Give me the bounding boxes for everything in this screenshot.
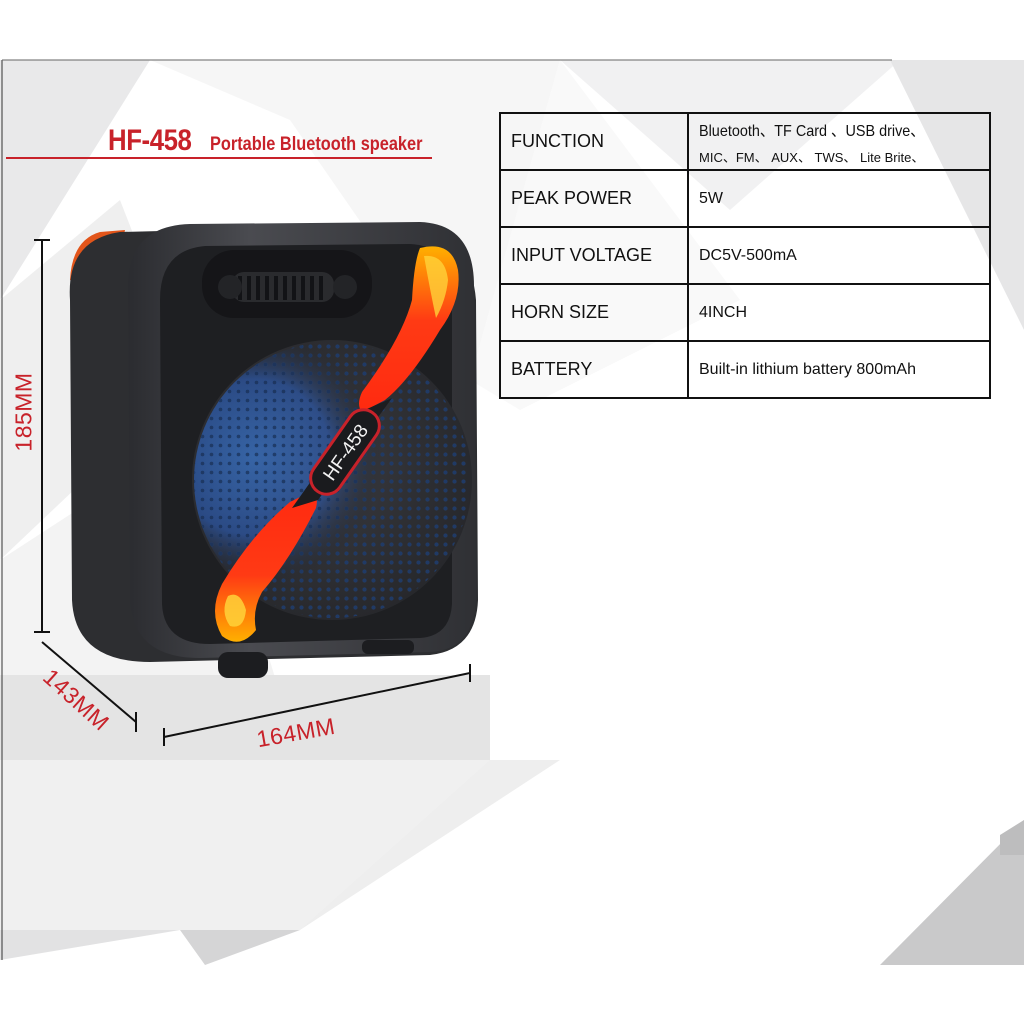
speaker-image: HF-458 bbox=[69, 222, 479, 678]
spec-label: PEAK POWER bbox=[499, 169, 689, 228]
product-title: HF-458 Portable Bluetooth speaker bbox=[108, 124, 457, 158]
table-row: INPUT VOLTAGE DC5V-500mA bbox=[499, 226, 991, 285]
model-name: HF-458 bbox=[108, 124, 192, 157]
dimension-height-label: 185MM bbox=[10, 372, 37, 452]
table-row: BATTERY Built-in lithium battery 800mAh bbox=[499, 340, 991, 399]
spec-value: DC5V-500mA bbox=[687, 226, 991, 285]
spec-value: Bluetooth、TF Card 、USB drive、 MIC、FM、 AU… bbox=[687, 112, 991, 171]
spec-value-line: MIC、FM、 AUX、 TWS、 Lite Brite、 bbox=[699, 150, 925, 165]
spec-table: FUNCTION Bluetooth、TF Card 、USB drive、 M… bbox=[499, 112, 991, 399]
table-row: HORN SIZE 4INCH bbox=[499, 283, 991, 342]
speaker-logo-badge bbox=[309, 408, 381, 496]
speaker-foot bbox=[218, 652, 268, 678]
bg-shape bbox=[180, 930, 300, 965]
spec-value-line: Bluetooth、TF Card 、USB drive、 bbox=[699, 123, 925, 140]
spec-value: 4INCH bbox=[687, 283, 991, 342]
speaker-foot bbox=[362, 640, 414, 654]
spec-value: Built-in lithium battery 800mAh bbox=[687, 340, 991, 399]
bg-shape bbox=[0, 675, 490, 760]
dimension-width-line bbox=[163, 664, 471, 746]
dimension-depth-line bbox=[41, 641, 137, 732]
bg-shape bbox=[0, 760, 490, 930]
bg-shape bbox=[880, 820, 1024, 965]
dimension-height-line bbox=[34, 239, 50, 633]
spec-label: INPUT VOLTAGE bbox=[499, 226, 689, 285]
product-subtitle: Portable Bluetooth speaker bbox=[210, 134, 423, 155]
table-row: PEAK POWER 5W bbox=[499, 169, 991, 228]
spec-value: 5W bbox=[687, 169, 991, 228]
spec-label: BATTERY bbox=[499, 340, 689, 399]
title-underline bbox=[6, 157, 432, 159]
table-row: FUNCTION Bluetooth、TF Card 、USB drive、 M… bbox=[499, 112, 991, 171]
spec-label: FUNCTION bbox=[499, 112, 689, 171]
spec-label: HORN SIZE bbox=[499, 283, 689, 342]
bg-shape bbox=[1000, 820, 1024, 855]
